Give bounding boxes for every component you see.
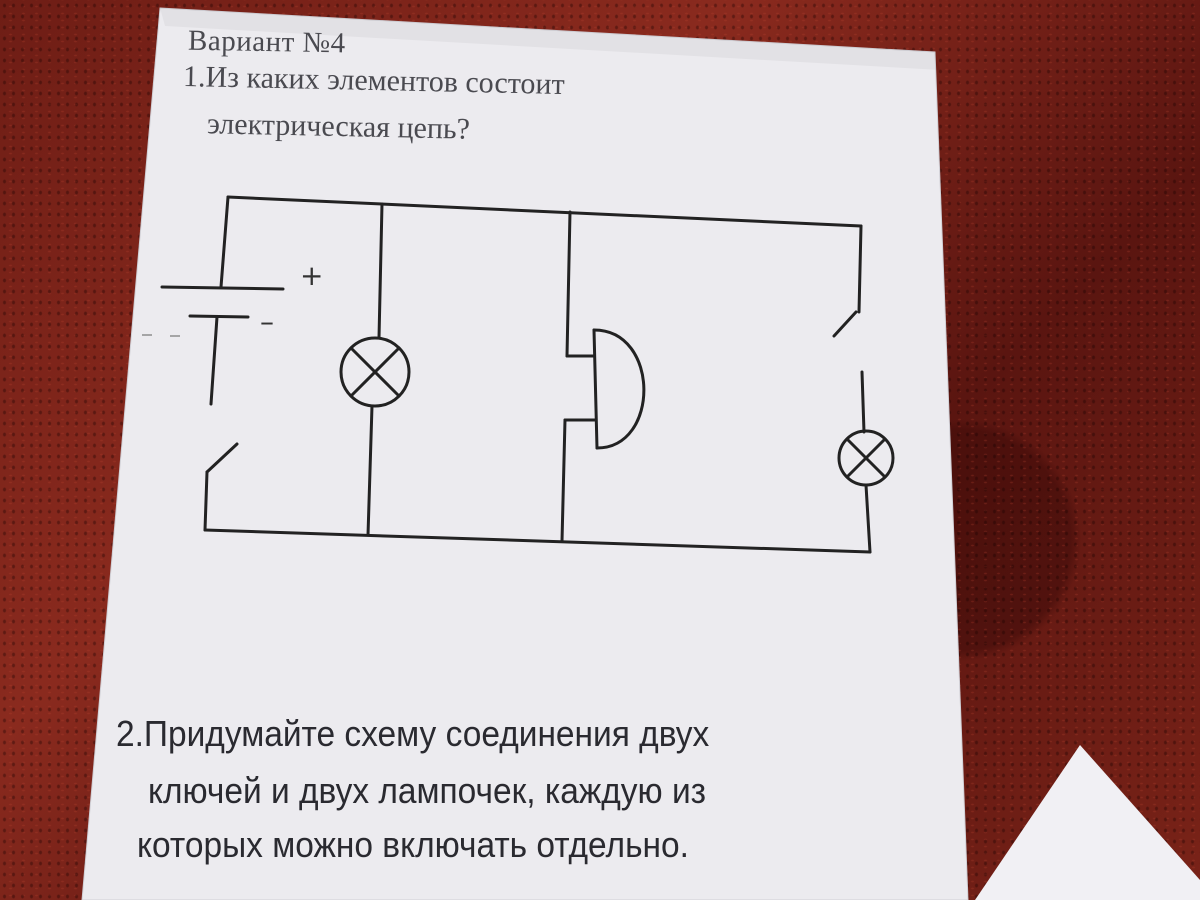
wire-right-upper xyxy=(857,224,863,314)
battery-long-plate xyxy=(160,285,285,291)
wire-branch2-bottom xyxy=(560,418,567,543)
bell-flat-side xyxy=(592,328,599,450)
lamp2-cross-b xyxy=(845,437,887,479)
wire-left-lower xyxy=(209,315,219,406)
battery-minus-sign: – xyxy=(260,305,274,338)
lamp1 xyxy=(339,336,411,408)
left-switch-blade xyxy=(205,442,239,474)
variant-title: Вариант №4 xyxy=(187,24,346,60)
wire-right-lower xyxy=(864,483,872,554)
question2-line1: 2.Придумайте схему соединения двух xyxy=(116,713,710,754)
paper-shadow xyxy=(160,8,940,70)
paper-sheet xyxy=(81,7,969,900)
battery-plus-sign: + xyxy=(300,259,324,292)
wire-top xyxy=(226,195,863,228)
wire-right-middle xyxy=(860,370,866,434)
lamp1-cross-b xyxy=(349,346,401,398)
other-paper-corner xyxy=(975,745,1200,900)
circuit-diagram xyxy=(160,195,895,554)
right-switch-blade xyxy=(832,310,858,338)
wire-branch1-bottom xyxy=(366,404,374,537)
wire-left-upper xyxy=(219,195,230,289)
battery-short-plate xyxy=(188,314,250,319)
question1-line2: электрическая цепь? xyxy=(206,107,471,146)
question2-line2: ключей и двух лампочек, каждую из xyxy=(148,770,707,811)
battery-dash-marks xyxy=(142,334,180,337)
wire-bottom xyxy=(203,528,872,554)
wire-left-bottom xyxy=(203,470,209,532)
wire-branch1-top xyxy=(377,202,384,340)
bell-dome xyxy=(592,328,646,450)
wire-branch2-top xyxy=(565,210,572,358)
question2-line3: которых можно включать отдельно. xyxy=(137,824,689,865)
